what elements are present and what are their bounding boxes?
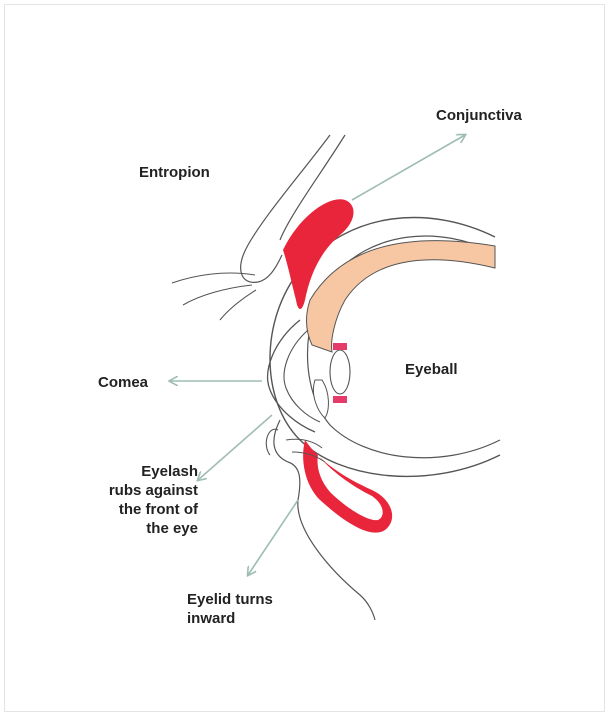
label-eyelid-group: Eyelid turns inward	[187, 590, 273, 628]
label-eyelid-line2: inward	[187, 609, 273, 628]
label-cornea: Comea	[98, 373, 148, 392]
lens	[330, 350, 350, 394]
iris-band	[306, 241, 495, 352]
label-eyelash-line3: the front of	[100, 500, 198, 519]
label-eyelash-group: Eyelash rubs against the front of the ey…	[100, 462, 198, 538]
ciliary-body	[313, 380, 328, 418]
conjunctiva-arrow	[352, 135, 465, 200]
pupil-mark-upper	[333, 343, 347, 350]
upper-eyelashes	[172, 273, 256, 320]
label-eyelash-line2: rubs against	[100, 481, 198, 500]
label-eyelid-line1: Eyelid turns	[187, 590, 273, 609]
label-eyelash-line4: the eye	[100, 519, 198, 538]
label-eyelash-line1: Eyelash	[100, 462, 198, 481]
pupil-mark-lower	[333, 396, 347, 403]
eyelid-arrow	[248, 500, 298, 575]
eyelash-arrow	[198, 415, 272, 480]
label-eyeball: Eyeball	[405, 360, 458, 379]
label-entropion: Entropion	[139, 163, 210, 182]
label-conjunctiva: Conjunctiva	[436, 106, 522, 125]
